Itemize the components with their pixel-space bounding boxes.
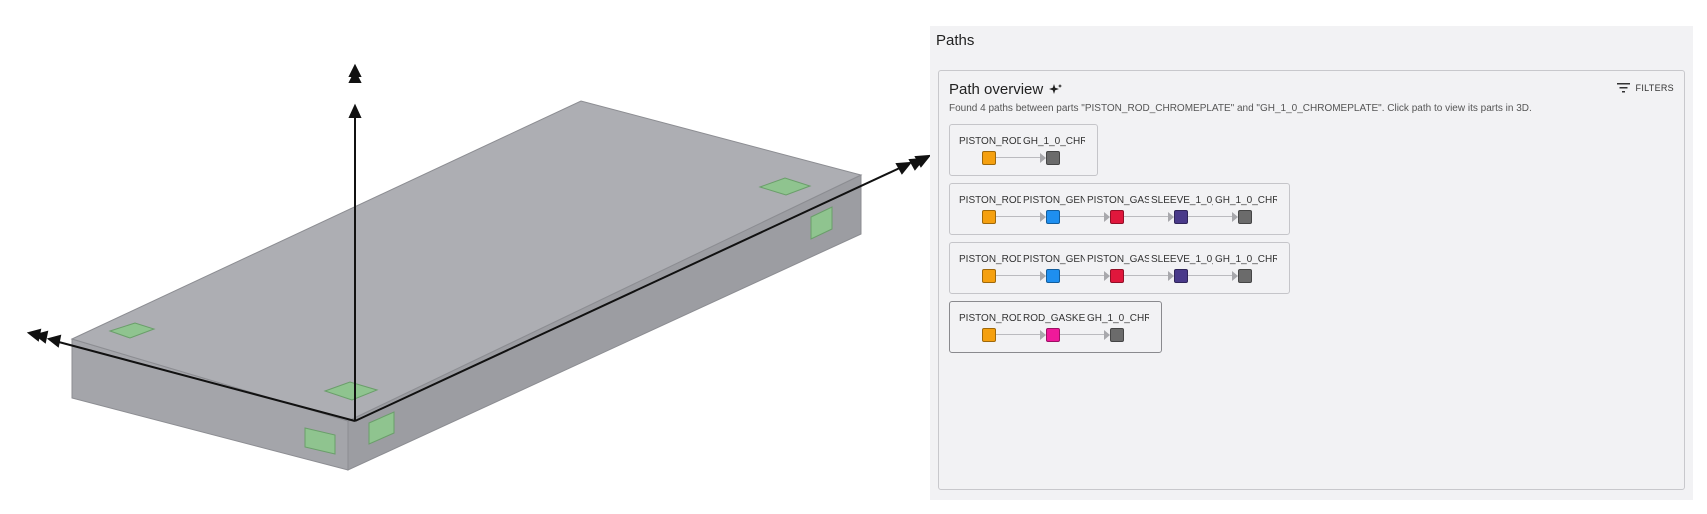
path-connector xyxy=(1060,275,1104,276)
filter-lines-icon xyxy=(1616,83,1630,93)
path-arrow-icon xyxy=(1104,212,1110,222)
sparkle-icon[interactable] xyxy=(1049,83,1063,97)
path-node-label: PISTON_ROD_... xyxy=(959,254,1021,265)
3d-viewport[interactable] xyxy=(0,0,930,514)
path-overview-title: Path overview xyxy=(949,81,1044,98)
path-card-4[interactable]: PISTON_ROD_...ROD_GASKET...GH_1_0_CHR... xyxy=(949,301,1162,353)
path-node-label: SLEEVE_1_0_... xyxy=(1151,254,1213,265)
path-node-marker[interactable] xyxy=(982,269,996,283)
path-node-marker[interactable] xyxy=(982,328,996,342)
path-arrow-icon xyxy=(1168,271,1174,281)
path-card-3[interactable]: PISTON_ROD_...PISTON_GEN1...PISTON_GAS..… xyxy=(949,242,1290,294)
path-overview-header: Path overview xyxy=(949,81,1063,98)
path-arrow-icon xyxy=(1232,212,1238,222)
path-node-marker[interactable] xyxy=(1110,210,1124,224)
path-node-marker[interactable] xyxy=(1174,210,1188,224)
path-connector xyxy=(1124,216,1168,217)
axis-y-line xyxy=(54,340,356,422)
path-node-label: GH_1_0_CHR... xyxy=(1023,136,1085,147)
path-arrow-icon xyxy=(1040,153,1046,163)
filters-label: FILTERS xyxy=(1635,83,1674,93)
path-card-1[interactable]: PISTON_ROD_...GH_1_0_CHR... xyxy=(949,124,1098,176)
axis-gizmo xyxy=(26,63,930,422)
path-node-marker[interactable] xyxy=(1238,269,1252,283)
path-node-label: PISTON_GEN1... xyxy=(1023,195,1085,206)
path-node-label: PISTON_ROD_... xyxy=(959,136,1021,147)
path-node-label: PISTON_GAS... xyxy=(1087,254,1149,265)
panel-title: Paths xyxy=(936,32,975,49)
path-overview-card: Path overview Found 4 paths between part… xyxy=(938,70,1685,490)
axis-x-arrowhead xyxy=(895,161,913,175)
path-overview-description: Found 4 paths between parts "PISTON_ROD_… xyxy=(949,103,1532,114)
path-connector xyxy=(996,275,1040,276)
path-arrow-icon xyxy=(1232,271,1238,281)
path-card-2[interactable]: PISTON_ROD_...PISTON_GEN1...PISTON_GAS..… xyxy=(949,183,1290,235)
path-arrow-icon xyxy=(1040,330,1046,340)
path-node-label: GH_1_0_CHR... xyxy=(1215,254,1277,265)
path-arrow-icon xyxy=(1168,212,1174,222)
path-node-marker[interactable] xyxy=(1046,151,1060,165)
path-connector xyxy=(1188,216,1232,217)
axis-x-extra-arrow-2 xyxy=(908,157,926,171)
contact-patch-right-face-back xyxy=(810,206,833,240)
path-node-marker[interactable] xyxy=(1174,269,1188,283)
contact-patch-top-front xyxy=(323,381,379,401)
path-connector xyxy=(996,157,1040,158)
path-node-label: ROD_GASKET... xyxy=(1023,313,1085,324)
contact-patch-top-left xyxy=(108,322,156,339)
path-arrow-icon xyxy=(1104,330,1110,340)
axis-y-extra-arrow-2 xyxy=(33,330,49,344)
axis-z-extra-arrow-2 xyxy=(348,69,362,83)
filters-button[interactable]: FILTERS xyxy=(1616,83,1674,93)
path-connector xyxy=(1060,216,1104,217)
path-node-marker[interactable] xyxy=(1046,210,1060,224)
path-node-label: GH_1_0_CHR... xyxy=(1087,313,1149,324)
path-node-label: SLEEVE_1_0_... xyxy=(1151,195,1213,206)
contact-patch-top-right xyxy=(758,177,812,196)
paths-panel: Paths Path overview Found 4 paths betwee… xyxy=(930,26,1693,500)
path-arrow-icon xyxy=(1040,212,1046,222)
path-connector xyxy=(1124,275,1168,276)
contact-patch-right-face-front xyxy=(368,411,395,445)
path-node-label: PISTON_ROD_... xyxy=(959,313,1021,324)
axis-y-arrowhead xyxy=(46,334,62,348)
path-node-label: PISTON_GAS... xyxy=(1087,195,1149,206)
path-node-marker[interactable] xyxy=(982,151,996,165)
path-arrow-icon xyxy=(1104,271,1110,281)
contact-patch-left-face xyxy=(304,427,336,455)
axis-x-line xyxy=(354,165,905,422)
path-node-marker[interactable] xyxy=(1046,269,1060,283)
path-node-marker[interactable] xyxy=(1110,269,1124,283)
path-node-marker[interactable] xyxy=(1110,328,1124,342)
path-node-marker[interactable] xyxy=(982,210,996,224)
path-node-label: GH_1_0_CHR... xyxy=(1215,195,1277,206)
axis-z-arrowhead xyxy=(348,103,362,118)
path-node-label: PISTON_ROD_... xyxy=(959,195,1021,206)
3d-scene[interactable] xyxy=(0,0,930,514)
path-node-marker[interactable] xyxy=(1238,210,1252,224)
path-connector xyxy=(996,216,1040,217)
path-connector xyxy=(996,334,1040,335)
path-connector xyxy=(1188,275,1232,276)
path-node-marker[interactable] xyxy=(1046,328,1060,342)
path-node-label: PISTON_GEN1... xyxy=(1023,254,1085,265)
path-connector xyxy=(1060,334,1104,335)
path-arrow-icon xyxy=(1040,271,1046,281)
